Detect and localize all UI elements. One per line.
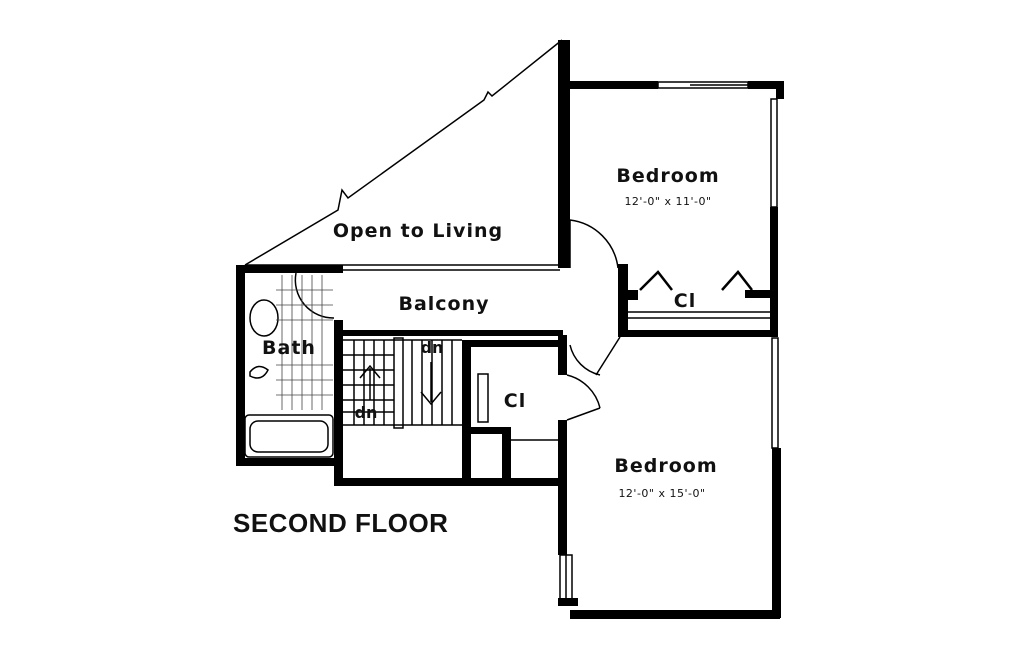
stairs-down-label-bottom: dn <box>355 403 378 422</box>
bedroom-lower-label: Bedroom <box>614 455 717 477</box>
walls <box>236 40 784 619</box>
closet-lower-label: Cl <box>504 390 526 412</box>
bathtub <box>244 414 334 458</box>
bath-fixtures <box>244 275 334 458</box>
bedroom-lower-dimensions: 12'-0" x 15'-0" <box>618 487 705 500</box>
closet-shelf <box>477 373 558 441</box>
labels: Bedroom 12'-0" x 11'-0" Bedroom 12'-0" x… <box>233 165 719 538</box>
stairs-down-label-top: dn <box>421 338 444 357</box>
plan-title: SECOND FLOOR <box>233 508 448 538</box>
toilet <box>249 365 269 379</box>
bedroom-upper-dimensions: 12'-0" x 11'-0" <box>624 195 711 208</box>
bedroom-upper-label: Bedroom <box>616 165 719 187</box>
bath-label: Bath <box>262 337 316 359</box>
balcony-label: Balcony <box>398 293 489 315</box>
closet-upper-label: Cl <box>674 290 696 312</box>
sink <box>249 299 279 337</box>
doors <box>294 219 770 421</box>
open-to-living-label: Open to Living <box>333 220 503 242</box>
stairs <box>343 337 462 429</box>
windows <box>559 81 779 606</box>
